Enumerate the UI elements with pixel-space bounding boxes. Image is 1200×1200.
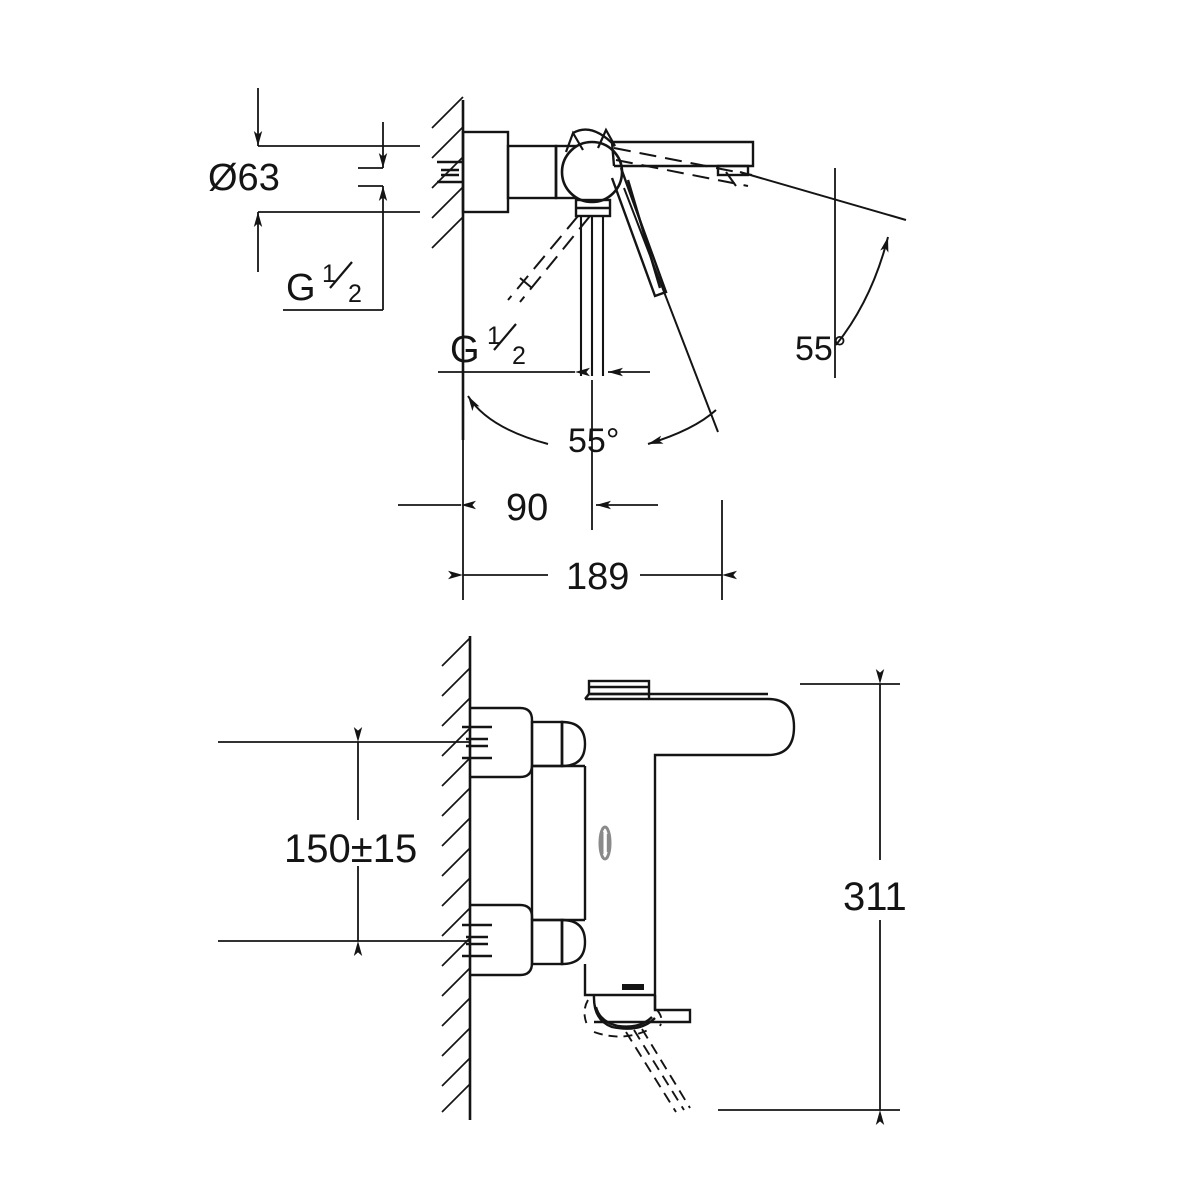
front-view-group: 150±15 311: [218, 636, 907, 1125]
angle-left-label: 55°: [568, 422, 619, 460]
top-view-swivel-tick-left: [519, 277, 533, 289]
top-view-riser: [579, 216, 605, 376]
top-view-group: 55° 55° Ø63 G 1 2: [208, 88, 907, 600]
thread-lower-denominator: 2: [512, 342, 526, 370]
dim-inlet-centres-150: 150±15: [218, 727, 470, 956]
angle-arc-right: [835, 236, 889, 346]
thread-lower-label: G: [450, 329, 480, 371]
thread-lower-numerator: 1: [487, 322, 501, 350]
front-upper-inlet-thread: [462, 725, 492, 760]
front-top-cap: [584, 679, 651, 700]
front-view-wall: [441, 636, 472, 1120]
front-diverter: [583, 964, 692, 1030]
dim-thread-upper: G 1 2: [283, 122, 388, 311]
top-view-rotation-ray-left: [623, 187, 719, 433]
front-lever-arm: [585, 692, 796, 1010]
dim-overall-height-311: 311: [718, 669, 907, 1125]
depth-189-label: 189: [566, 556, 629, 598]
inlet-centres-label: 150±15: [284, 827, 417, 871]
front-water-stream: [625, 1028, 691, 1113]
thread-upper-denominator: 2: [348, 280, 362, 308]
front-body-column: [530, 764, 587, 922]
dim-depth-189: 189: [448, 500, 737, 600]
dim-diameter-63: Ø63: [208, 88, 420, 272]
front-lower-inlet-thread: [462, 923, 492, 958]
brand-logo-icon: [598, 825, 612, 861]
top-view-spout: [610, 140, 755, 177]
overall-height-label: 311: [843, 875, 907, 919]
diameter-63-label: Ø63: [208, 157, 280, 199]
top-view-swivel-tick-right: [725, 171, 737, 187]
thread-upper-label: G: [286, 267, 316, 309]
angle-right-label: 55°: [795, 330, 846, 368]
dim-projection-90: 90: [398, 380, 658, 600]
front-lower-escutcheon: [470, 903, 587, 977]
dim-thread-lower: G 1 2: [438, 322, 650, 377]
top-view-swivel-dashed-right: [613, 147, 753, 187]
angle-arc-left: [467, 395, 717, 445]
top-view-rotation-ray-right: [739, 171, 907, 221]
thread-upper-numerator: 1: [322, 260, 336, 288]
top-view-thread-union: [437, 160, 463, 184]
projection-90-label: 90: [506, 487, 548, 529]
